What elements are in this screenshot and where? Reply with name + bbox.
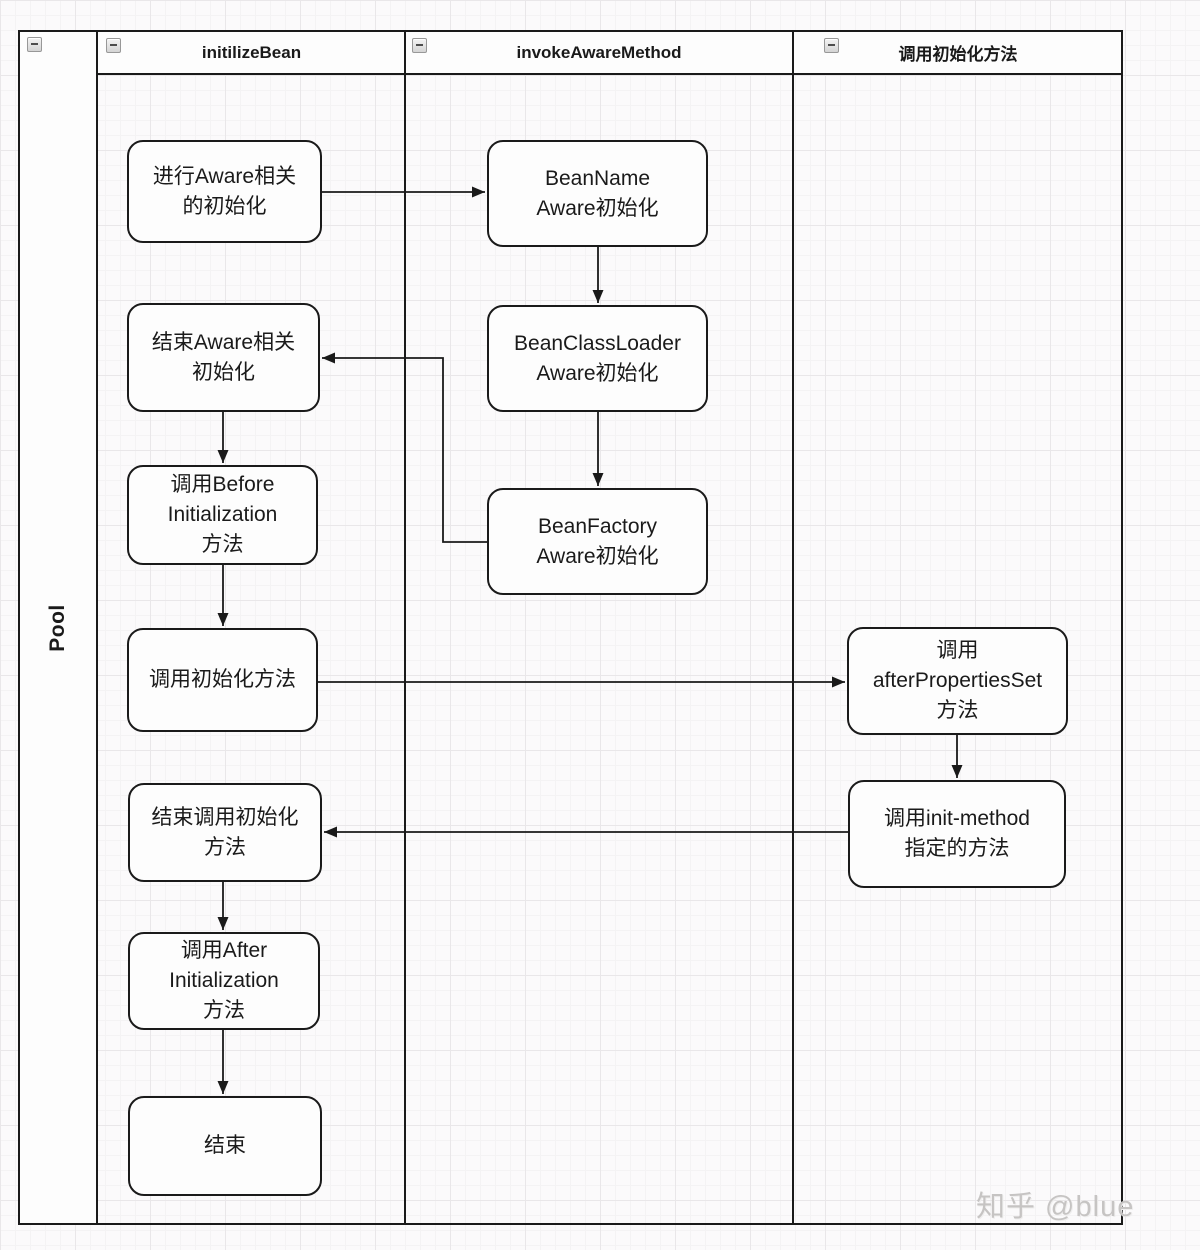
node-end: 结束 [128, 1096, 322, 1196]
pool-title-column [18, 30, 98, 1225]
lane-separator-2 [792, 30, 794, 1225]
node-beanclassloader-aware: BeanClassLoader Aware初始化 [487, 305, 708, 412]
lane-header-initilizebean: initilizeBean [98, 30, 405, 75]
node-label: 结束 [204, 1134, 246, 1158]
lane-header-invokeawaremethod: invokeAwareMethod [405, 30, 793, 75]
collapse-lane2-icon[interactable] [412, 38, 427, 53]
collapse-lane1-icon[interactable] [106, 38, 121, 53]
node-label: BeanFactory Aware初始化 [536, 514, 659, 568]
node-label: BeanClassLoader Aware初始化 [514, 331, 681, 385]
node-label: 调用 afterPropertiesSet 方法 [872, 639, 1043, 722]
node-beanname-aware: BeanName Aware初始化 [487, 140, 708, 247]
node-end-invoke-init: 结束调用初始化 方法 [128, 783, 322, 882]
node-label: 结束Aware相关 初始化 [151, 330, 296, 384]
lane-header-divider [98, 73, 1123, 75]
node-before-initialization: 调用Before Initialization 方法 [127, 465, 318, 565]
node-label: 调用init-method 指定的方法 [884, 807, 1030, 860]
node-label: 调用初始化方法 [149, 668, 296, 692]
pool-title-separator [96, 30, 98, 1225]
node-after-initialization: 调用After Initialization 方法 [128, 932, 320, 1030]
node-beanfactory-aware: BeanFactory Aware初始化 [487, 488, 708, 595]
node-invoke-init: 调用初始化方法 [127, 628, 318, 732]
node-label: 进行Aware相关 的初始化 [152, 164, 297, 218]
node-label: 调用After Initialization 方法 [169, 939, 279, 1022]
node-label: 结束调用初始化 方法 [151, 805, 299, 859]
lane-title: 调用初始化方法 [898, 45, 1018, 64]
node-label: BeanName Aware初始化 [536, 166, 659, 220]
node-init-method: 调用init-method 指定的方法 [848, 780, 1066, 888]
pool-label-wrap: Pool [18, 30, 98, 1225]
watermark: 知乎 @blue [976, 1191, 1135, 1223]
lane-header-invoke-init: 调用初始化方法 [793, 30, 1123, 75]
node-afterpropertiesset: 调用 afterPropertiesSet 方法 [847, 627, 1068, 735]
lane-title: initilizeBean [201, 42, 302, 62]
lane-title: invokeAwareMethod [516, 42, 682, 62]
lane-separator-1 [404, 30, 406, 1225]
node-end-aware: 结束Aware相关 初始化 [127, 303, 320, 412]
node-start-aware: 进行Aware相关 的初始化 [127, 140, 322, 243]
collapse-pool-icon[interactable] [27, 37, 42, 52]
collapse-lane3-icon[interactable] [824, 38, 839, 53]
pool-label: Pool [46, 603, 69, 652]
node-label: 调用Before Initialization 方法 [167, 473, 278, 556]
